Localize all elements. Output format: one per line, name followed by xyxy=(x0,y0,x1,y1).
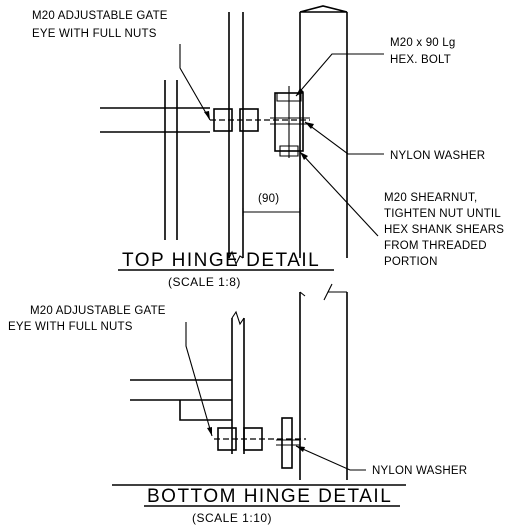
top-gate-brace xyxy=(164,80,178,240)
top-title: TOP HINGE DETAIL xyxy=(122,250,320,271)
top-shearnut-line2: TIGHTEN NUT UNTIL xyxy=(384,208,501,220)
top-gate-eye-arrow xyxy=(204,111,210,120)
top-shearnut-line5: PORTION xyxy=(384,256,438,268)
top-bolt-arrow xyxy=(296,88,304,96)
bottom-gate-post xyxy=(299,292,348,480)
top-washer-leader xyxy=(304,121,384,155)
top-shearnut-line4: FROM THREADED xyxy=(384,240,487,252)
bottom-gate-rail xyxy=(130,379,232,421)
top-shearnut-leader xyxy=(299,151,379,237)
bottom-title: BOTTOM HINGE DETAIL xyxy=(147,486,392,507)
bottom-gate-eye-label-line2: EYE WITH FULL NUTS xyxy=(8,321,133,333)
top-bolt-leader xyxy=(295,53,384,97)
bottom-hinge-detail: M20 ADJUSTABLE GATE EYE WITH FULL NUTS N… xyxy=(8,283,467,525)
bottom-hinge-pin xyxy=(281,417,293,469)
top-shearnut-arrow xyxy=(300,152,308,160)
top-shearnut-line3: HEX SHANK SHEARS xyxy=(384,224,504,236)
bottom-washer-label: NYLON WASHER xyxy=(372,465,467,477)
top-gate-rail xyxy=(100,107,210,133)
top-bolt-label-line2: HEX. BOLT xyxy=(390,54,451,66)
top-scale: (SCALE 1:8) xyxy=(168,275,241,289)
top-gate-eye-nut-left xyxy=(213,108,233,132)
top-dimension-line xyxy=(242,208,301,216)
bottom-washer-leader xyxy=(295,445,366,471)
bottom-gate-eye-arrow xyxy=(207,427,212,436)
bottom-gate-eye-leader xyxy=(185,322,213,437)
bottom-post-break xyxy=(299,283,347,301)
bottom-title-underline xyxy=(112,484,406,507)
top-gate-upright xyxy=(228,12,244,258)
top-gate-eye-leader xyxy=(179,44,211,121)
bottom-washer-arrow xyxy=(296,446,305,452)
top-hinge-detail: (90) M20 ADJUSTABLE GATE EYE WITH FULL N… xyxy=(32,5,504,289)
top-washer-arrow xyxy=(305,122,314,129)
top-gate-eye-label-line1: M20 ADJUSTABLE GATE xyxy=(32,10,168,22)
bottom-gate-eye-label-line1: M20 ADJUSTABLE GATE xyxy=(30,305,166,317)
top-break-line xyxy=(228,250,244,266)
top-washer-label: NYLON WASHER xyxy=(390,150,485,162)
bottom-scale: (SCALE 1:10) xyxy=(192,511,272,525)
bottom-gate-upright xyxy=(231,318,245,454)
top-gate-eye-label-line2: EYE WITH FULL NUTS xyxy=(32,28,157,40)
top-gate-eye-nut-right xyxy=(239,108,259,132)
top-hex-bolt-head xyxy=(276,92,302,102)
top-shearnut-line1: M20 SHEARNUT, xyxy=(384,192,477,204)
bottom-upright-break xyxy=(231,310,245,326)
top-nylon-washer xyxy=(270,117,310,125)
top-bolt-label-line1: M20 x 90 Lg xyxy=(390,37,456,49)
top-gate-post xyxy=(299,5,348,258)
bottom-nylon-washer xyxy=(276,439,300,446)
top-dimension-text: (90) xyxy=(258,193,279,205)
top-shearnut xyxy=(279,145,299,157)
